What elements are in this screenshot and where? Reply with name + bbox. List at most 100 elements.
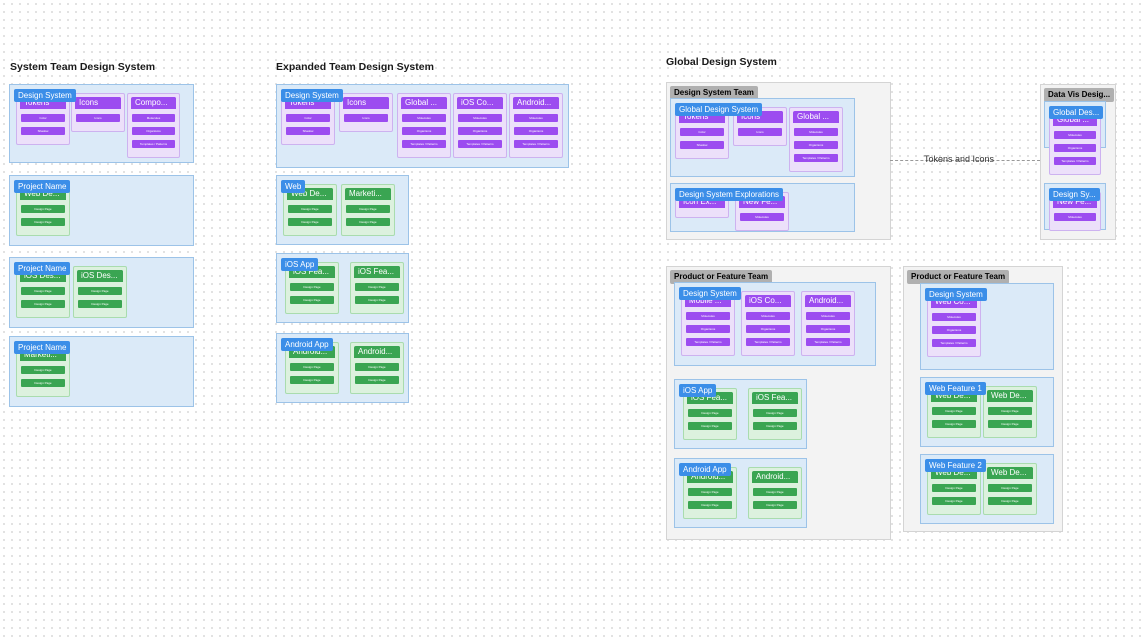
- page-item[interactable]: Design Page: [21, 287, 65, 295]
- page-item[interactable]: Icons: [344, 114, 388, 122]
- page-item[interactable]: Design Page: [355, 283, 399, 291]
- page-item[interactable]: Color: [21, 114, 65, 122]
- page-item[interactable]: Icons: [738, 128, 782, 136]
- page-item[interactable]: Design Page: [290, 283, 334, 291]
- page-item[interactable]: Organisms: [1054, 144, 1096, 152]
- page-item[interactable]: Templates / Patterns: [132, 140, 175, 148]
- page-item[interactable]: Design Page: [21, 218, 65, 226]
- page-item[interactable]: Design Page: [21, 366, 65, 374]
- page-item[interactable]: Design Page: [21, 379, 65, 387]
- page-item[interactable]: Templates / Patterns: [806, 338, 850, 346]
- page-item[interactable]: Molecules: [746, 312, 790, 320]
- page-item[interactable]: Shadow: [21, 127, 65, 135]
- page-item[interactable]: Organisms: [402, 127, 446, 135]
- page-item[interactable]: Organisms: [458, 127, 502, 135]
- page-item[interactable]: Molecules: [932, 313, 976, 321]
- page-item[interactable]: Organisms: [686, 325, 730, 333]
- page-item[interactable]: Molecules: [1054, 213, 1096, 221]
- page-item[interactable]: Templates / Patterns: [1054, 157, 1096, 165]
- page-item[interactable]: Organisms: [514, 127, 558, 135]
- page-item[interactable]: Templates / Patterns: [514, 140, 558, 148]
- page-item[interactable]: Molecules: [132, 114, 175, 122]
- page-item[interactable]: Templates / Patterns: [746, 338, 790, 346]
- page-item[interactable]: Color: [286, 114, 330, 122]
- page-item[interactable]: Design Page: [78, 300, 122, 308]
- page-item[interactable]: Design Page: [932, 407, 976, 415]
- page-item[interactable]: Design Page: [355, 363, 399, 371]
- page-item[interactable]: Design Page: [688, 488, 732, 496]
- page-item[interactable]: Design Page: [932, 497, 976, 505]
- page-item[interactable]: Organisms: [806, 325, 850, 333]
- page-item[interactable]: Design Page: [753, 488, 797, 496]
- page-item[interactable]: Design Page: [355, 296, 399, 304]
- page-item[interactable]: Organisms: [132, 127, 175, 135]
- page-item[interactable]: Organisms: [794, 141, 838, 149]
- page-item[interactable]: Shadow: [286, 127, 330, 135]
- page-item[interactable]: Design Page: [753, 409, 797, 417]
- page-item[interactable]: Design Page: [688, 422, 732, 430]
- page-item[interactable]: Templates / Patterns: [458, 140, 502, 148]
- page-item[interactable]: Design Page: [988, 497, 1032, 505]
- page-item[interactable]: Templates / Patterns: [402, 140, 446, 148]
- page-item[interactable]: Design Page: [78, 287, 122, 295]
- page-item[interactable]: Design Page: [21, 205, 65, 213]
- page-item[interactable]: Templates / Patterns: [686, 338, 730, 346]
- page-item[interactable]: Design Page: [988, 484, 1032, 492]
- page-item[interactable]: Molecules: [458, 114, 502, 122]
- page-item[interactable]: Molecules: [740, 213, 784, 221]
- project-frame[interactable]: Design Sy...New Fe...Molecules: [1044, 183, 1106, 231]
- page-item[interactable]: Design Page: [288, 205, 332, 213]
- page-item[interactable]: Design Page: [932, 484, 976, 492]
- page-item[interactable]: Molecules: [402, 114, 446, 122]
- page-item[interactable]: Shadow: [680, 141, 724, 149]
- page-item[interactable]: Molecules: [686, 312, 730, 320]
- page-item[interactable]: Design Page: [290, 363, 334, 371]
- page-item[interactable]: Templates / Patterns: [932, 339, 976, 347]
- page-item[interactable]: Design Page: [290, 376, 334, 384]
- page-item[interactable]: Design Page: [355, 376, 399, 384]
- page-item[interactable]: Design Page: [688, 409, 732, 417]
- page-item[interactable]: Design Page: [21, 300, 65, 308]
- page-item[interactable]: Design Page: [346, 218, 390, 226]
- page-item[interactable]: Design Page: [988, 407, 1032, 415]
- page-item[interactable]: Design Page: [932, 420, 976, 428]
- page-item[interactable]: Design Page: [290, 296, 334, 304]
- page-item[interactable]: Design Page: [346, 205, 390, 213]
- page-item[interactable]: Design Page: [753, 422, 797, 430]
- page-item[interactable]: Molecules: [806, 312, 850, 320]
- page-item[interactable]: Organisms: [932, 326, 976, 334]
- page-item[interactable]: Molecules: [794, 128, 838, 136]
- page-item[interactable]: Templates / Patterns: [794, 154, 838, 162]
- page-item[interactable]: Design Page: [688, 501, 732, 509]
